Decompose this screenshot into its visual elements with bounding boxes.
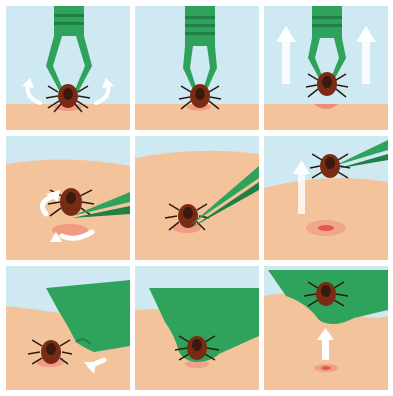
panel-twister-grip [6, 6, 130, 130]
panel-tweezers-grip [6, 136, 130, 260]
panel-twister-twist [135, 6, 259, 130]
panel-card-lift [264, 266, 388, 390]
panel-tweezers-pull [135, 136, 259, 260]
panel-card-slide [6, 266, 130, 390]
panel-card-hook [135, 266, 259, 390]
panel-tweezers-lift [264, 136, 388, 260]
panel-twister-lift [264, 6, 388, 130]
